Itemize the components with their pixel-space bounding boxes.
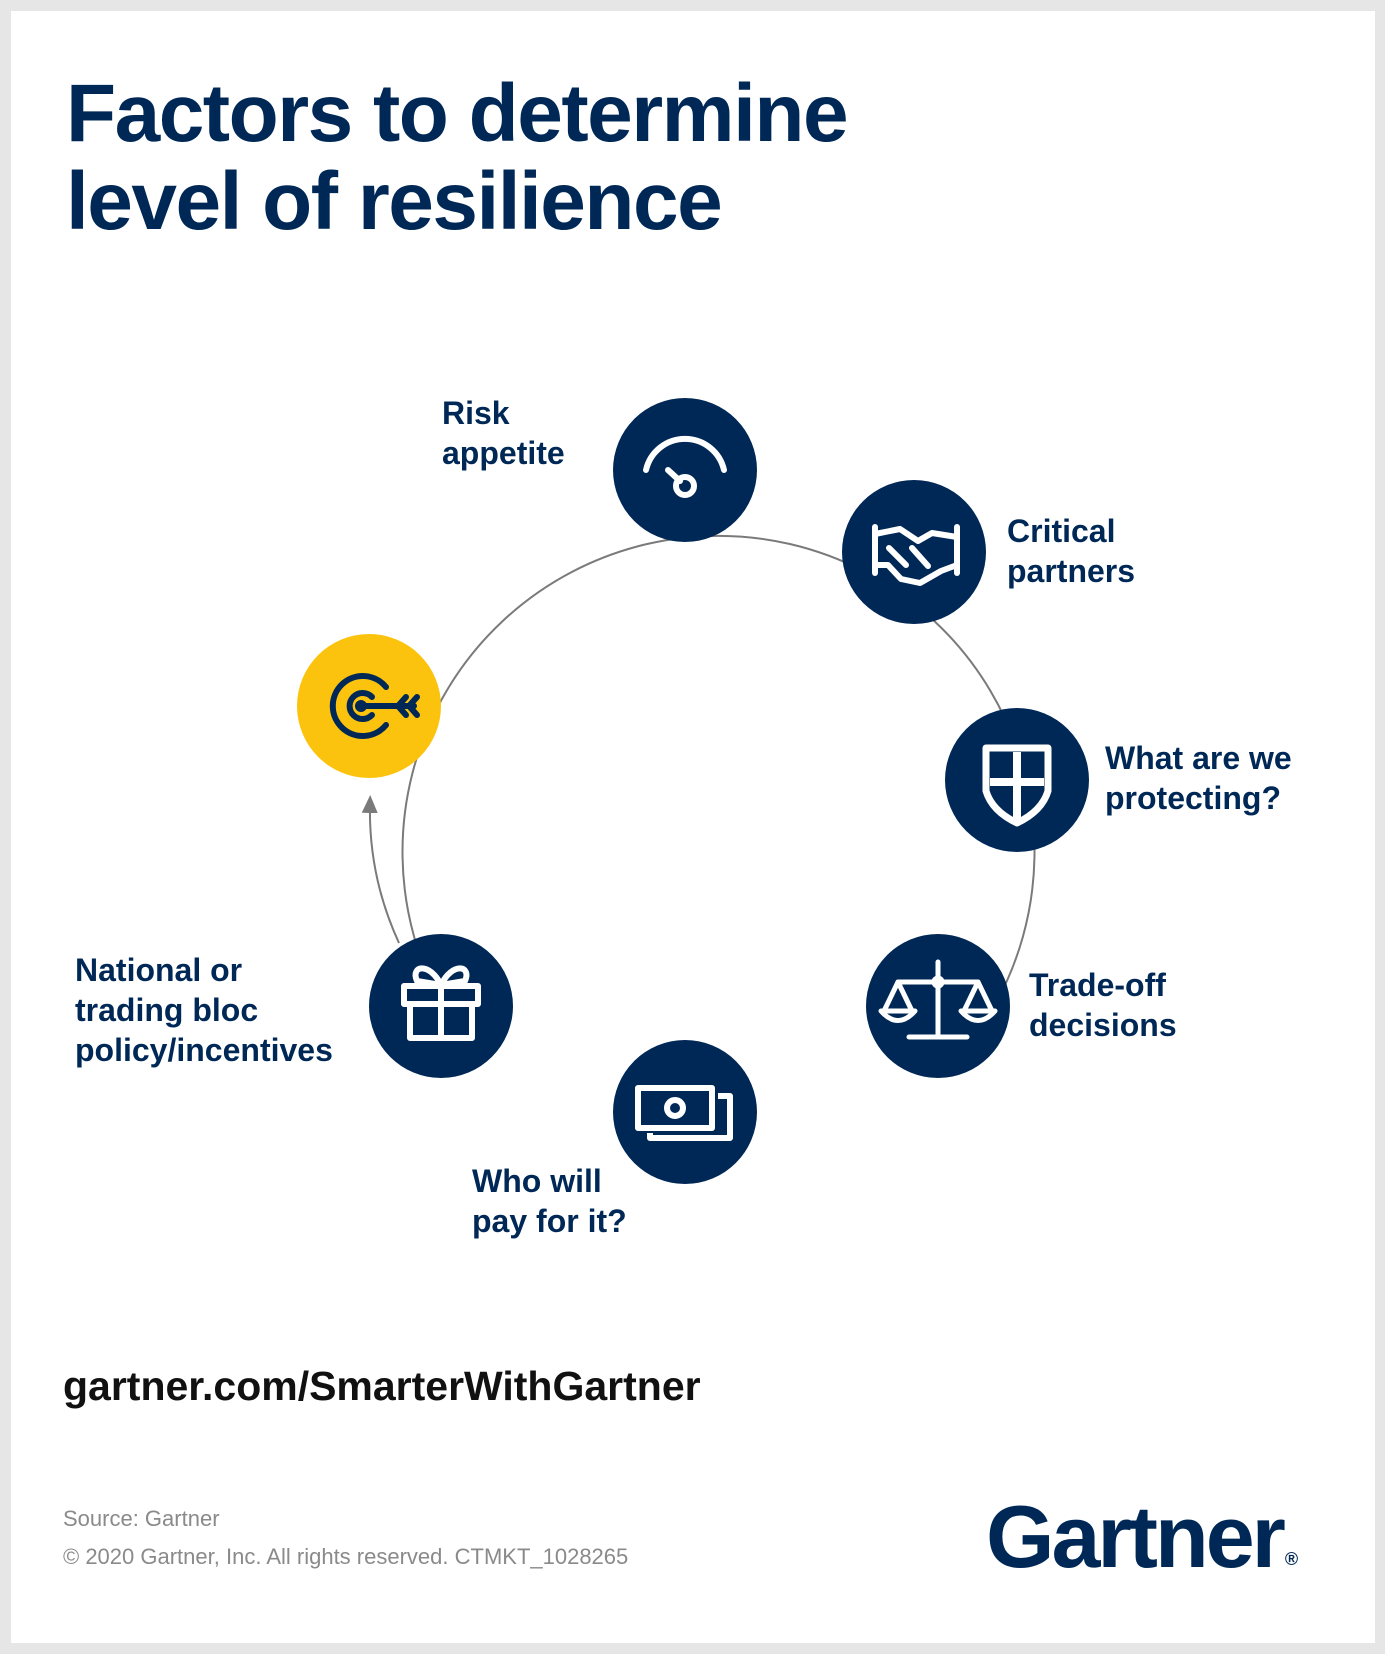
factor-label-critical-partners: Critical partners [1007, 513, 1136, 589]
copyright-note: © 2020 Gartner, Inc. All rights reserved… [63, 1544, 629, 1569]
factor-node-trade-off-decisions [866, 934, 1010, 1078]
gauge-icon [643, 435, 727, 498]
registered-mark: ® [1284, 1549, 1299, 1569]
gift-icon [401, 965, 481, 1041]
goal-node [297, 634, 441, 778]
factor-node-risk-appetite [613, 398, 757, 542]
factor-node-who-will-pay [613, 1040, 757, 1184]
factor-label-national-policy: National or trading bloc policy/incentiv… [75, 952, 333, 1068]
page-title: Factors to determine level of resilience [66, 68, 849, 247]
infographic-card [11, 11, 1375, 1643]
logo-text: Gartner [986, 1487, 1286, 1586]
handshake-icon [872, 524, 960, 586]
factor-label-trade-off-decisions: Trade-off decisions [1029, 967, 1177, 1043]
cycle-connector-to-goal [361, 795, 400, 944]
factor-node-what-are-we-protecting [945, 708, 1089, 852]
factor-label-risk-appetite: Risk appetite [442, 395, 565, 471]
site-url: gartner.com/SmarterWithGartner [63, 1363, 701, 1409]
factor-label-who-will-pay: Who will pay for it? [472, 1163, 627, 1239]
scales-icon [878, 959, 998, 1040]
gartner-logo: Gartner® [986, 1492, 1298, 1604]
factor-node-critical-partners [842, 480, 986, 624]
source-note: Source: Gartner [63, 1506, 220, 1531]
shield-icon [982, 744, 1052, 827]
target-arrow-icon [329, 673, 420, 739]
money-icon [635, 1085, 733, 1141]
factor-label-what-are-we-protecting: What are we protecting? [1105, 740, 1292, 816]
factor-node-national-policy [369, 934, 513, 1078]
